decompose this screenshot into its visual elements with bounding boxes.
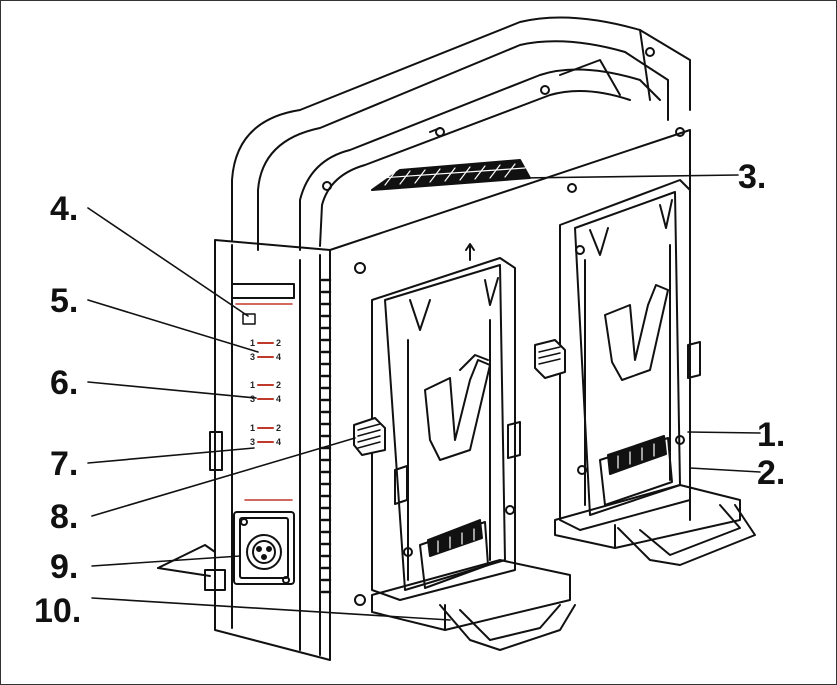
led-slot-number: 4 <box>276 437 281 447</box>
led-slot-number: 2 <box>276 423 281 433</box>
leader-lines <box>87 174 761 621</box>
callout-4: 4. <box>50 190 78 228</box>
vent-grille <box>371 159 531 191</box>
led-slot-number: 1 <box>250 338 255 348</box>
callout-8: 8. <box>50 498 78 536</box>
leader-line-5 <box>87 299 259 353</box>
leader-line-4 <box>87 207 249 317</box>
led-slot-number: 4 <box>276 352 281 362</box>
leader-line-7 <box>87 447 255 464</box>
led-slot-number: 2 <box>276 338 281 348</box>
battery-plate-right <box>534 179 756 566</box>
led-slot-number: 1 <box>250 423 255 433</box>
led-slot-number: 1 <box>250 380 255 390</box>
callout-3: 3. <box>738 158 766 196</box>
carry-handle <box>231 16 691 251</box>
leader-line-8 <box>91 437 356 517</box>
battery-plate-left <box>353 243 576 651</box>
leader-line-2 <box>689 467 761 473</box>
led-slot-number: 4 <box>276 394 281 404</box>
status-panel <box>231 283 295 501</box>
callout-5: 5. <box>50 282 78 320</box>
callout-6: 6. <box>50 364 78 402</box>
leader-line-9 <box>91 555 241 567</box>
callout-9: 9. <box>50 548 78 586</box>
leader-line-6 <box>87 381 257 399</box>
led-slot-number: 3 <box>250 394 255 404</box>
callout-7: 7. <box>50 445 78 483</box>
led-slot-number: 3 <box>250 352 255 362</box>
leader-line-10 <box>91 597 451 621</box>
xlr-power-connector <box>233 511 295 585</box>
led-slot-number: 3 <box>250 437 255 447</box>
callout-2: 2. <box>757 454 785 492</box>
callout-1: 1. <box>757 416 785 454</box>
leader-line-3 <box>519 174 739 179</box>
charger-body <box>209 129 691 661</box>
led-indicator-rows: 1 2 3 4 1 2 3 4 1 2 3 4 <box>250 338 281 447</box>
led-slot-number: 2 <box>276 380 281 390</box>
leader-line-1 <box>687 431 761 434</box>
callout-10: 10. <box>34 592 81 630</box>
